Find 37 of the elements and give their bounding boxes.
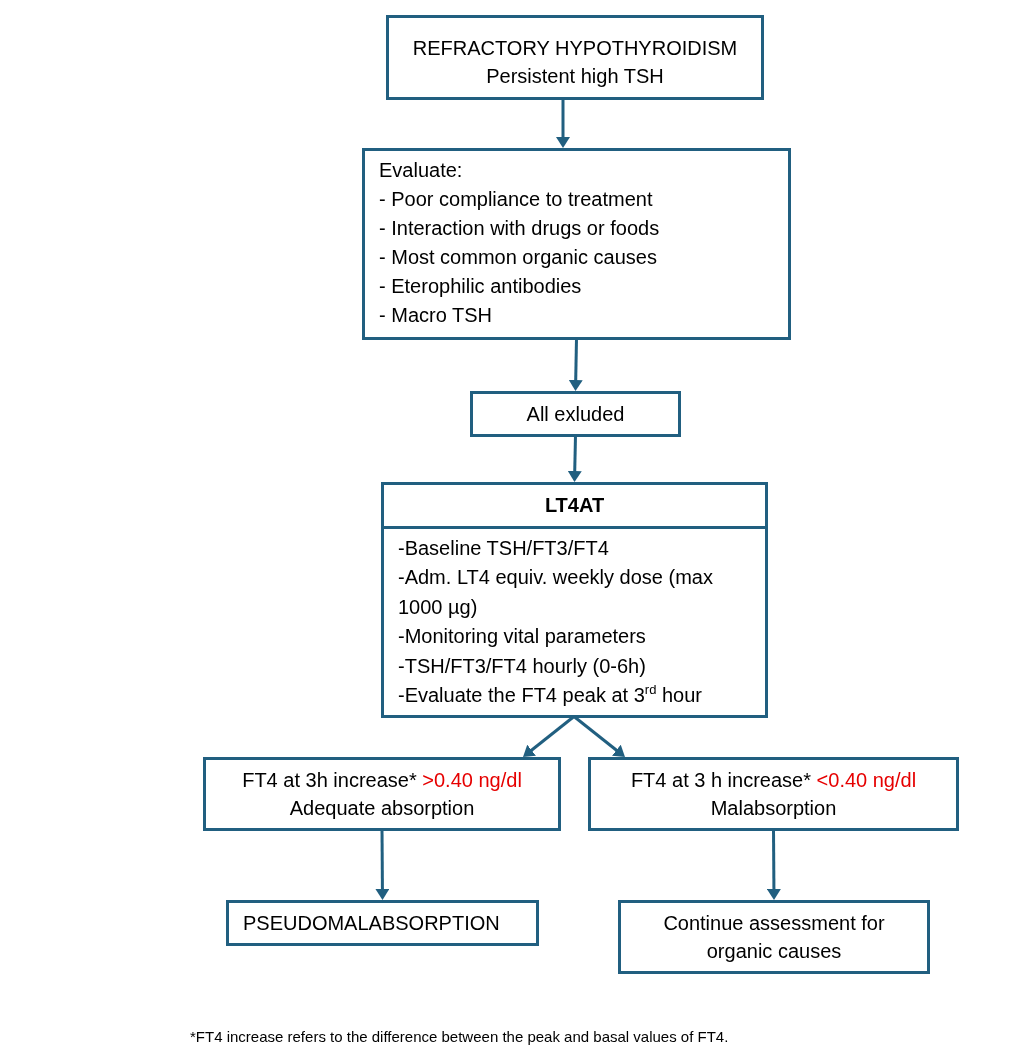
arrow <box>556 98 570 148</box>
threshold-value: <0.40 ng/dl <box>816 769 917 791</box>
box-heading: REFRACTORY HYPOTHYROIDISM <box>412 35 738 61</box>
procedure-box <box>381 482 768 718</box>
box-heading: Evaluate: <box>379 158 463 183</box>
result-box <box>203 757 561 831</box>
arrow <box>766 829 781 900</box>
process-box <box>470 391 681 437</box>
box-text: PSEUDOMALABSORPTION <box>243 911 500 936</box>
list-item: -Adm. LT4 equiv. weekly dose (max 1000 µg) <box>398 565 714 620</box>
box-text: FT4 at 3h increase* <box>242 769 417 791</box>
arrow <box>375 829 390 900</box>
box-text: FT4 at 3 h increase* <box>630 769 811 791</box>
box-text: Adequate absorption <box>289 796 475 821</box>
threshold-value: >0.40 ng/dl <box>422 769 522 791</box>
result-box <box>588 757 959 831</box>
list-item: - Eterophilic antibodies <box>379 274 582 299</box>
list-item: -Baseline TSH/FT3/FT4 <box>398 536 609 561</box>
list-item: - Poor compliance to treatment <box>379 187 653 212</box>
box-text: All exluded <box>526 402 625 427</box>
outcome-box <box>618 900 930 974</box>
list-item: -TSH/FT3/FT4 hourly (0-6h) <box>398 653 646 679</box>
box-heading: LT4AT <box>544 492 605 518</box>
arrow <box>567 435 582 482</box>
footnote: *FT4 increase refers to the difference between the peak and basal values of FT4. <box>190 1027 729 1047</box>
arrow <box>568 338 583 391</box>
checklist-box <box>362 148 791 340</box>
outcome-box <box>226 900 539 946</box>
list-item: - Interaction with drugs or foods <box>379 216 660 241</box>
list-item: - Macro TSH <box>379 303 492 328</box>
process-box <box>386 15 764 100</box>
box-text: Continue assessment for organic causes <box>662 911 886 964</box>
list-item: -Evaluate the FT4 peak at 3$^{rd}$ hour <box>398 681 702 709</box>
box-text: Malabsorption <box>710 796 837 821</box>
list-item: -Monitoring vital parameters <box>398 624 646 650</box>
list-item: - Most common organic causes <box>379 245 657 270</box>
box-text: Persistent high TSH <box>486 63 664 89</box>
